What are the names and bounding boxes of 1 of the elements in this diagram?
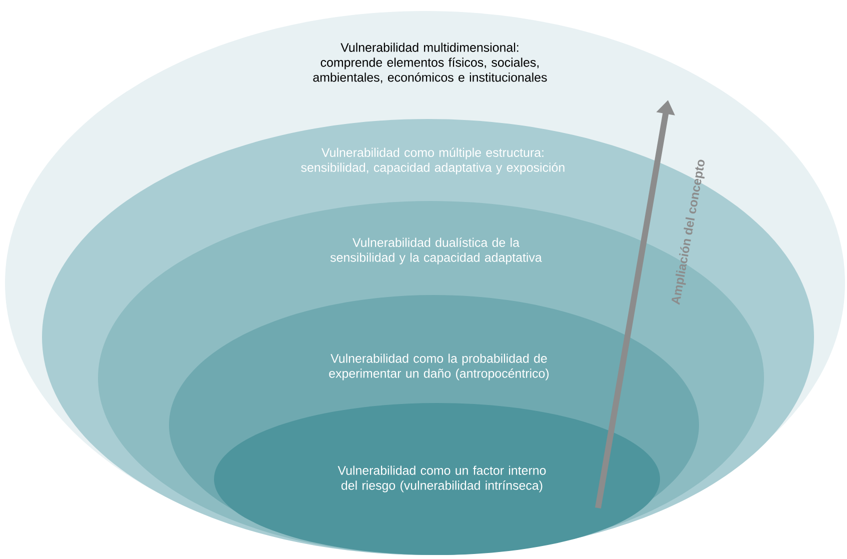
ellipse-band: Vulnerabilidad como un factor interno del riesgo (vulnerabilidad intrínseca) [214, 403, 660, 555]
